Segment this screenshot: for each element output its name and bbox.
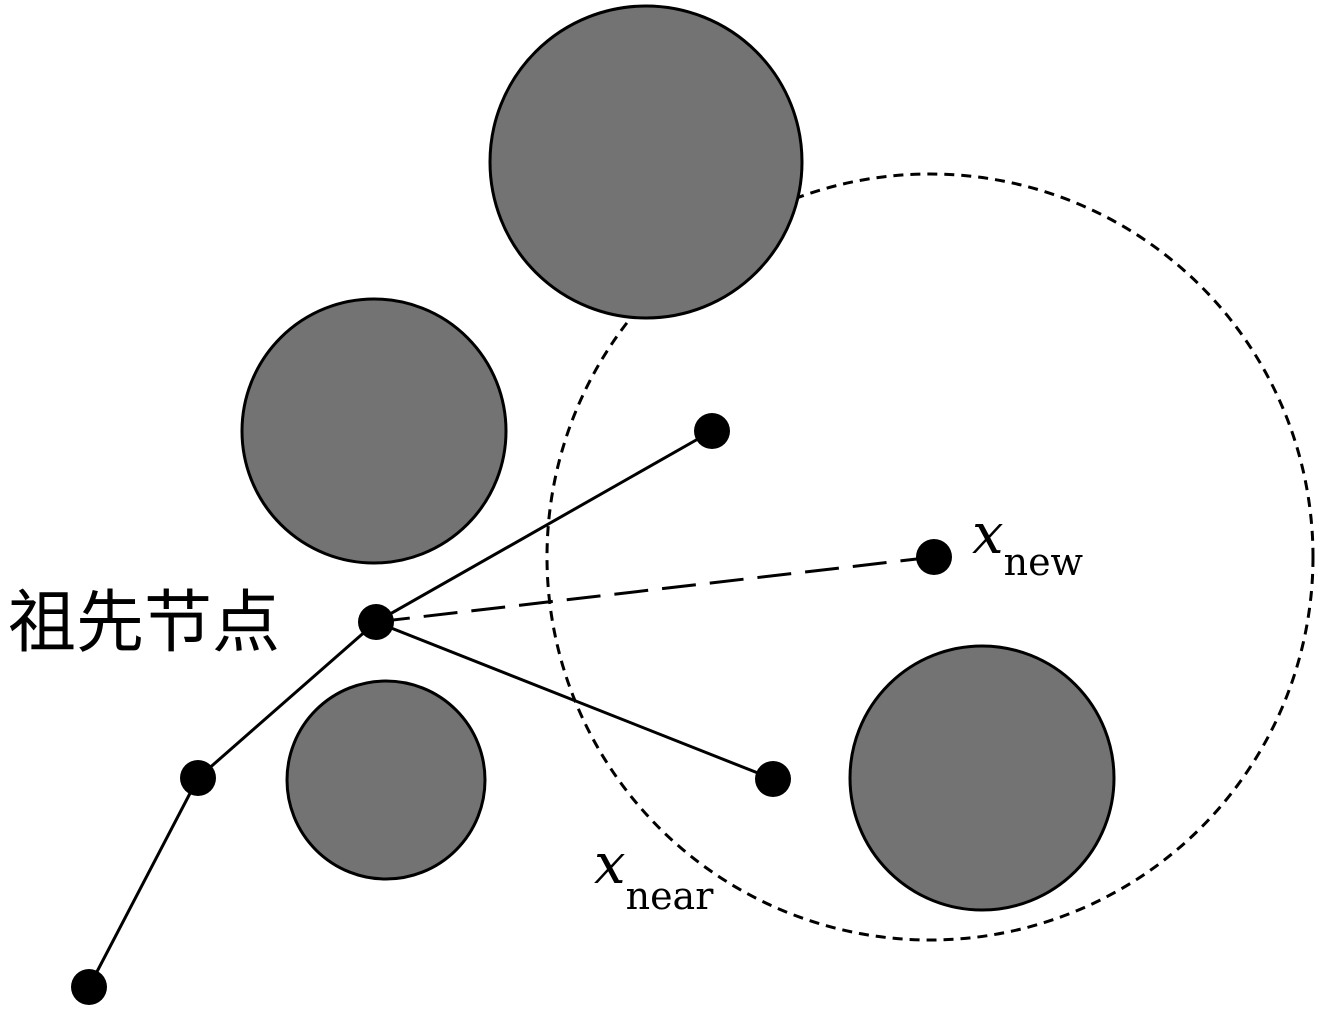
- x-new-subscript: new: [1004, 540, 1084, 584]
- node-x-new: [916, 539, 952, 575]
- x-near-subscript: near: [626, 874, 715, 918]
- edge-ancestor-to-near-node: [375, 620, 774, 781]
- obstacle-left-bottom: [285, 679, 487, 881]
- search-radius-circle: [545, 172, 1315, 942]
- x-near-label: xnear: [594, 832, 714, 918]
- x-new-var: x: [972, 502, 1004, 567]
- x-near-var: x: [594, 832, 626, 897]
- obstacle-top: [488, 4, 804, 320]
- node-upper: [694, 413, 730, 449]
- obstacle-left-middle: [240, 297, 508, 565]
- x-new-label: xnew: [972, 502, 1084, 584]
- edge-ancestor-to-upper-node: [375, 429, 713, 624]
- node-branch: [180, 760, 216, 796]
- node-root: [71, 969, 107, 1005]
- obstacle-right-bottom: [848, 644, 1116, 912]
- ancestor-node-label: 祖先节点: [8, 584, 280, 663]
- node-ancestor: [358, 604, 394, 640]
- edge-branch-to-ancestor: [197, 620, 377, 780]
- edge-root-to-branch: [87, 777, 200, 988]
- candidate-edge-to-x-new: [375, 555, 935, 624]
- node-x-near: [755, 761, 791, 797]
